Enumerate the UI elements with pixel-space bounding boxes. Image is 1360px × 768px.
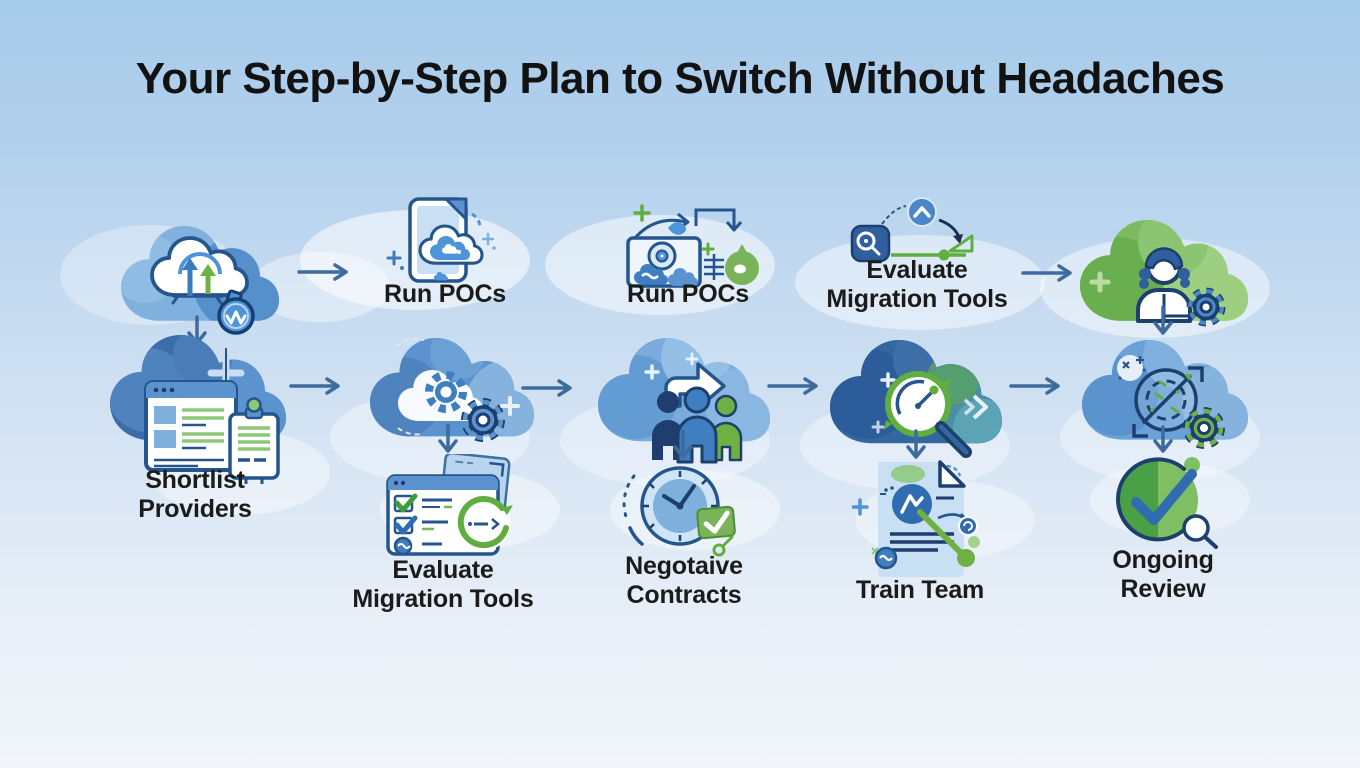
arrow-row2-1-to-2 <box>288 376 346 401</box>
step-label-run-pocs-2: Run POCs <box>626 280 750 308</box>
provider-browser-clipboard-cloud-icon <box>110 335 286 484</box>
step-label-evaluate-migration-tools-bottom: Evaluate Migration Tools <box>352 556 534 613</box>
step-radar-cloud-node <box>1080 334 1250 465</box>
ongoing-check-magnifier-icon <box>1116 457 1218 549</box>
poc-testing-cycle-icon <box>626 204 759 288</box>
step-label-ongoing-review: Ongoing Review <box>1112 546 1214 603</box>
background-cloud-puff <box>795 235 1045 330</box>
step-evaluate-checklist-node <box>382 451 534 567</box>
step-cloud-gears-node <box>368 332 536 457</box>
step-label-evaluate-migration-tools-top: Evaluate Migration Tools <box>826 256 1008 313</box>
step-contracts-clock-node <box>618 460 750 567</box>
arrow-col4-middle-to-bottom <box>905 428 927 469</box>
arrow-row2-2-to-3 <box>520 378 578 403</box>
step-team-enablement-node <box>1078 212 1250 339</box>
poc-document-cloud-icon <box>386 197 496 283</box>
step-label-negotaive-contracts: Negotaive Contracts <box>625 552 743 609</box>
arrow-col5-top-to-middle <box>1152 304 1174 345</box>
step-research-node <box>116 208 284 348</box>
person-center <box>676 386 718 464</box>
arrow-top-4-to-5 <box>1020 263 1078 288</box>
evaluation-checklist-icon <box>386 451 513 556</box>
step-label-shortlist-providers: Shortlist Providers <box>138 466 252 523</box>
step-run-pocs-doc-node <box>386 196 504 293</box>
step-run-pocs-cycle-node <box>612 198 764 301</box>
step-shortlist-node <box>108 330 293 493</box>
contract-deadline-clock-icon <box>622 466 736 557</box>
step-label-train-team: Train Team <box>855 576 985 604</box>
step-label-run-pocs-1: Run POCs <box>383 280 507 308</box>
arrow-row2-4-to-5 <box>1008 376 1066 401</box>
cloud-gears-icon <box>370 337 534 442</box>
step-evaluate-tools-top-node <box>846 196 988 277</box>
performance-magnifier-cloud-icon <box>830 340 1002 458</box>
page-title: Your Step-by-Step Plan to Switch Without… <box>135 54 1225 103</box>
arrow-col2-middle-to-bottom <box>437 422 459 463</box>
arrow-col3-middle-to-bottom <box>672 428 694 469</box>
step-performance-cloud-node <box>828 334 1004 471</box>
radar-review-cloud-icon <box>1082 340 1248 449</box>
arrow-row2-3-to-4 <box>766 376 824 401</box>
migration-tools-evaluation-icon <box>850 197 974 263</box>
arrow-col5-middle-to-bottom <box>1152 424 1174 463</box>
step-ongoing-review-node <box>1106 452 1224 555</box>
arrow-top-1-to-2 <box>296 262 354 287</box>
training-document-icon <box>851 460 980 577</box>
cloud-growth-analytics-icon <box>121 226 279 335</box>
step-training-doc-node <box>851 460 994 585</box>
green-cloud-person-icon <box>1080 220 1248 327</box>
